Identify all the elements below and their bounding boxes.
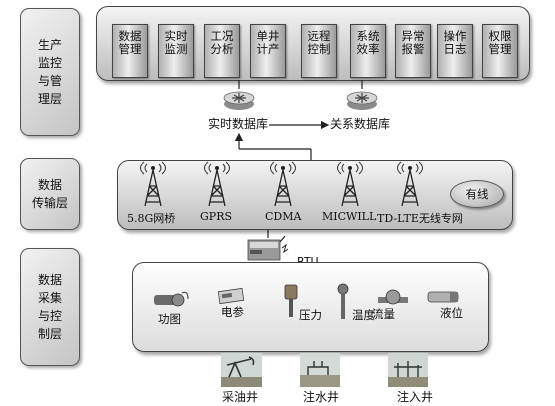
well-label-oil: 采油井	[222, 390, 259, 404]
sensor-label-temperature: 温度	[352, 308, 375, 322]
module-well-metering: 单井 计产	[250, 24, 286, 78]
sensor-label-dynamometer: 功图	[158, 312, 181, 326]
power-meter-icon	[217, 287, 247, 309]
temperature-sensor-icon	[334, 283, 352, 325]
module-data-management: 数据 管理	[112, 24, 148, 78]
layer-label-transmission: 数据 传输层	[20, 158, 80, 230]
network-label-td-lte: TD-LTE无线专网	[377, 212, 463, 225]
tower-icon	[136, 158, 170, 212]
module-label: 权限 管理	[488, 29, 512, 56]
layer-label-management: 生产 监控 与管 理层	[20, 8, 80, 136]
module-remote-control: 远程 控制	[301, 24, 337, 78]
module-label: 实时 监测	[164, 29, 188, 56]
dynamometer-sensor-icon	[150, 289, 190, 315]
pressure-gauge-icon	[280, 283, 302, 323]
layer-label-collection: 数据 采集 与控 制层	[20, 248, 80, 366]
level-sensor-icon	[426, 289, 460, 308]
module-realtime-monitoring: 实时 监测	[158, 24, 194, 78]
injection-well-photo	[388, 353, 428, 387]
network-label-bridge: 5.8G网桥	[127, 212, 176, 225]
module-condition-analysis: 工况 分析	[204, 24, 240, 78]
module-system-efficiency: 系统 效率	[350, 24, 386, 78]
module-label: 数据 管理	[118, 29, 142, 56]
water-injection-well-photo	[300, 353, 340, 387]
module-label: 异常 报警	[401, 29, 425, 56]
module-label: 工况 分析	[210, 29, 234, 56]
sensor-label-flow: 流量	[372, 307, 395, 321]
tower-icon	[266, 158, 300, 212]
module-alarm: 异常 报警	[395, 24, 431, 78]
tower-icon	[333, 158, 367, 212]
sensor-label-power: 电参	[221, 305, 244, 319]
relational-db-label: 关系数据库	[330, 117, 391, 131]
well-label-injection: 注入井	[397, 390, 434, 404]
wired-ellipse: 有线	[450, 180, 504, 208]
management-panel: 数据 管理 实时 监测 工况 分析 单井 计产 远程 控制 系统 效率 异常 报…	[96, 6, 530, 81]
module-operation-log: 操作 日志	[437, 24, 473, 78]
tower-icon	[393, 158, 427, 212]
sensor-label-level: 液位	[440, 306, 463, 320]
module-permission-management: 权限 管理	[482, 24, 518, 78]
rtu-device-icon	[247, 235, 287, 268]
flow-meter-icon	[378, 287, 408, 313]
relational-db-router-icon	[346, 89, 378, 117]
sensor-label-pressure: 压力	[299, 308, 322, 322]
module-label: 系统 效率	[356, 29, 380, 56]
collection-panel	[132, 262, 489, 352]
transmission-panel	[117, 160, 513, 230]
module-label: 远程 控制	[307, 29, 331, 56]
tower-icon	[200, 158, 234, 212]
well-label-water: 注水井	[303, 390, 340, 404]
network-label-micwill: MICWILL	[322, 210, 377, 223]
module-label: 单井 计产	[256, 29, 280, 56]
realtime-db-router-icon	[223, 89, 255, 117]
network-label-gprs: GPRS	[200, 210, 233, 223]
network-label-cdma: CDMA	[265, 210, 302, 223]
realtime-db-label: 实时数据库	[208, 117, 269, 131]
oil-well-photo	[221, 353, 262, 387]
module-label: 操作 日志	[443, 29, 467, 56]
